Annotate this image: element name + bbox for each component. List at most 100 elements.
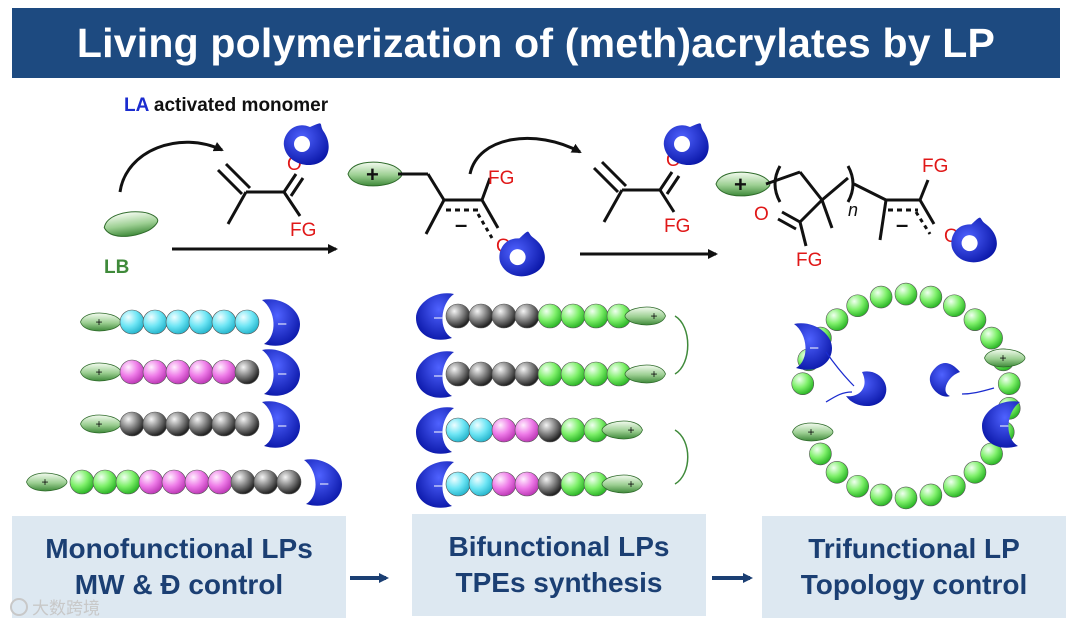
lb-end xyxy=(601,474,643,494)
bead xyxy=(583,361,609,387)
plus-sign: + xyxy=(42,475,49,489)
bead xyxy=(119,411,145,437)
bead xyxy=(253,469,279,495)
trifunctional-ring: ––++ xyxy=(791,282,1026,510)
bead xyxy=(514,303,540,329)
trifunctional-box: Trifunctional LP Topology control xyxy=(762,516,1066,618)
bead xyxy=(115,469,141,495)
bead xyxy=(491,303,517,329)
minus-sign: – xyxy=(278,417,287,434)
minus-sign: – xyxy=(434,477,443,494)
la-end xyxy=(416,351,454,398)
bead xyxy=(514,361,540,387)
bead xyxy=(165,309,191,335)
la-free-2 xyxy=(846,371,887,407)
minus-sign: – xyxy=(278,315,287,332)
bead xyxy=(537,361,563,387)
chain-fg-2: FG xyxy=(922,156,948,177)
bead xyxy=(846,474,869,498)
bead xyxy=(69,469,95,495)
plus-sign: + xyxy=(808,425,815,439)
bead xyxy=(445,471,471,497)
minus-sign: – xyxy=(434,309,443,326)
bead xyxy=(207,469,233,495)
bifunctional-line2: TPEs synthesis xyxy=(455,567,663,598)
bead xyxy=(188,411,214,437)
minus-sign: – xyxy=(434,367,443,384)
monomer-1-fg: FG xyxy=(290,220,316,241)
minus-sign: – xyxy=(434,423,443,440)
la-end-group: – xyxy=(416,407,454,454)
bead xyxy=(188,359,214,385)
bead xyxy=(445,417,471,443)
la-end-group: – xyxy=(304,459,342,506)
bead xyxy=(825,460,849,484)
plus-sign: + xyxy=(96,365,103,379)
monofunctional-line2: MW & Đ control xyxy=(74,569,284,600)
bead xyxy=(468,361,494,387)
lb-end-group: + xyxy=(984,348,1026,368)
bead xyxy=(165,411,191,437)
linker-line xyxy=(825,351,855,387)
la-end-group: – xyxy=(262,299,300,346)
lb-end-group: + xyxy=(80,362,122,382)
bead xyxy=(583,303,609,329)
enolate-1-structure xyxy=(398,172,500,239)
monomer-2-structure xyxy=(592,160,681,223)
bead xyxy=(980,326,1003,350)
minus-sign: – xyxy=(320,475,329,492)
chain-fg-1: FG xyxy=(796,250,822,271)
bead xyxy=(211,359,237,385)
lb-end xyxy=(624,364,666,384)
bead xyxy=(943,474,966,498)
page-title: Living polymerization of (meth)acrylates… xyxy=(76,19,996,66)
chain-minus: – xyxy=(896,212,908,237)
watermark-text: 大数跨境 xyxy=(32,599,100,618)
bead xyxy=(234,411,260,437)
bead xyxy=(211,411,237,437)
linker-line xyxy=(825,391,853,403)
lb-end-group: + xyxy=(80,414,122,434)
la-acid-shape-4 xyxy=(945,214,1002,270)
lb-cation-1-plus: + xyxy=(366,162,379,187)
la-end xyxy=(982,401,1020,448)
bead xyxy=(537,471,563,497)
bead xyxy=(894,486,918,510)
bead xyxy=(92,469,118,495)
bead xyxy=(791,372,815,396)
lb-end-group: + xyxy=(601,474,643,494)
watermark: 大数跨境 xyxy=(10,594,100,619)
chain-oxygen-1: O xyxy=(754,204,769,225)
bead xyxy=(184,469,210,495)
la-end xyxy=(416,407,454,454)
trifunctional-line1: Trifunctional LP xyxy=(808,533,1020,564)
bead xyxy=(560,417,586,443)
plus-sign: + xyxy=(651,309,658,323)
bead xyxy=(276,469,302,495)
bead xyxy=(234,359,260,385)
bead xyxy=(468,303,494,329)
plus-sign: + xyxy=(96,315,103,329)
bead xyxy=(894,282,918,306)
bead xyxy=(560,361,586,387)
la-end-group: – xyxy=(416,461,454,508)
bifunctional-line1: Bifunctional LPs xyxy=(448,531,670,562)
la-end xyxy=(262,401,300,448)
tether-line xyxy=(674,429,689,485)
lb-end-group: + xyxy=(624,306,666,326)
la-end xyxy=(304,459,342,506)
polymer-chain-structure xyxy=(765,165,936,247)
bead xyxy=(560,471,586,497)
la-end-group: – xyxy=(794,323,832,370)
plus-sign: + xyxy=(628,423,635,437)
la-end-group: – xyxy=(262,401,300,448)
lb-end-group: + xyxy=(80,312,122,332)
bead xyxy=(468,471,494,497)
lewis-base-shape xyxy=(102,207,160,240)
bead xyxy=(445,303,471,329)
lb-label: LB xyxy=(104,257,129,278)
bead xyxy=(161,469,187,495)
plus-sign: + xyxy=(96,417,103,431)
la-end xyxy=(262,349,300,396)
enolate-1-minus: – xyxy=(455,212,467,237)
